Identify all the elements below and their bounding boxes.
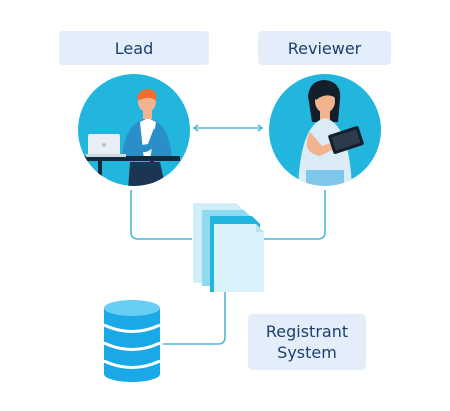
document-stack-icon bbox=[193, 203, 264, 292]
lead-label: Lead bbox=[59, 31, 209, 65]
person-with-tablet-icon bbox=[298, 80, 364, 186]
lead-label-text: Lead bbox=[114, 38, 154, 58]
lead-reviewer-arrow-right bbox=[257, 124, 264, 132]
reviewer-avatar[interactable] bbox=[269, 74, 381, 192]
connectors bbox=[130, 124, 326, 345]
reviewer-label-text: Reviewer bbox=[287, 38, 362, 58]
reviewer-documents-connector bbox=[262, 190, 326, 240]
registrant-system-label: Registrant System bbox=[248, 314, 366, 370]
document-page bbox=[214, 224, 264, 292]
database-icon bbox=[103, 300, 161, 382]
registrant-label-line1: Registrant bbox=[265, 322, 349, 341]
registrant-label-line2: System bbox=[277, 343, 337, 362]
reviewer-label: Reviewer bbox=[258, 31, 391, 65]
lead-reviewer-arrow-left bbox=[192, 124, 199, 132]
lead-documents-connector bbox=[130, 190, 192, 240]
lead-avatar[interactable] bbox=[78, 74, 190, 191]
documents-database-connector bbox=[163, 286, 226, 345]
